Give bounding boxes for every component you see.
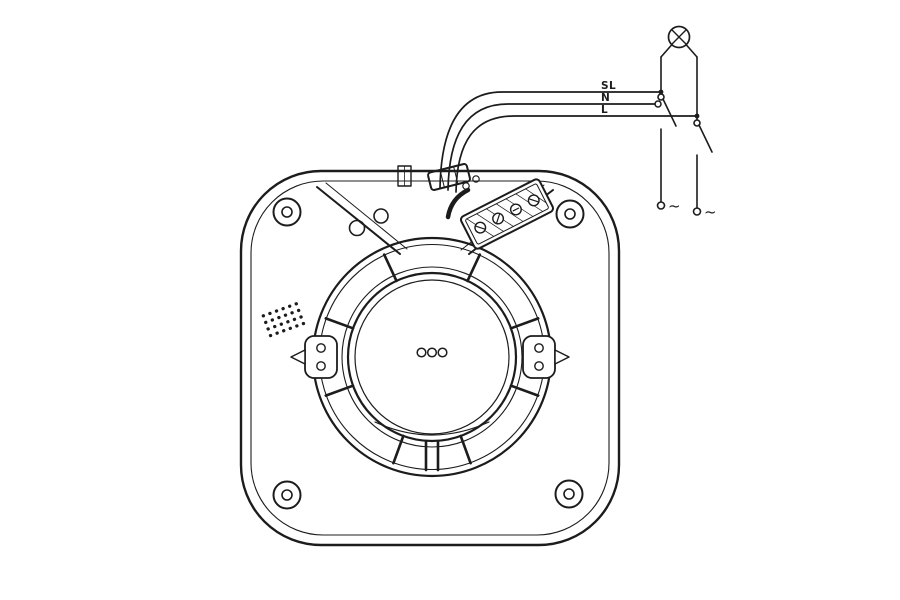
cable-entry-tab <box>397 165 412 187</box>
wire-sl <box>439 91 662 189</box>
clip-arrow-right-icon <box>554 349 570 365</box>
lamp-icon <box>667 25 691 49</box>
wire-n <box>447 103 656 191</box>
diagram-labels: SL N L ~ ~ <box>601 80 717 221</box>
wire-n-terminal <box>654 100 662 108</box>
wire-label-sl: SL <box>601 80 616 92</box>
switch-left <box>657 93 677 127</box>
switch-right <box>693 119 713 153</box>
wire-l <box>455 115 698 193</box>
wire-label-n: N <box>601 92 610 104</box>
vent-holes <box>261 301 306 338</box>
terminal-screws <box>474 194 540 234</box>
terminal-block <box>460 178 554 250</box>
impeller-edge <box>374 421 490 436</box>
compartment-holes <box>348 208 389 237</box>
mounting-screw-top-right <box>555 199 585 229</box>
supply-mark-right: ~ <box>704 203 717 221</box>
supply-mark-left: ~ <box>668 197 681 215</box>
release-clip-right <box>522 335 570 379</box>
grille-spokes <box>324 253 540 472</box>
mounting-screw-bottom-right <box>554 479 584 509</box>
release-clip-left <box>290 335 338 379</box>
mains-cable <box>439 91 698 193</box>
wire-label-l: L <box>601 104 608 116</box>
supply-terminal-left <box>656 201 666 210</box>
mounting-screw-top-left <box>272 197 302 227</box>
cable-grip <box>445 187 471 220</box>
cable-clamp <box>427 163 471 191</box>
circuit-lines <box>660 43 698 209</box>
hub-dots <box>416 347 448 358</box>
mounting-screw-bottom-left <box>272 480 302 510</box>
junction-dots <box>658 89 700 119</box>
supply-terminal-right <box>692 207 702 216</box>
clip-arrow-left-icon <box>290 349 306 365</box>
diagram-ink-layer: SL N L ~ ~ <box>239 25 717 547</box>
